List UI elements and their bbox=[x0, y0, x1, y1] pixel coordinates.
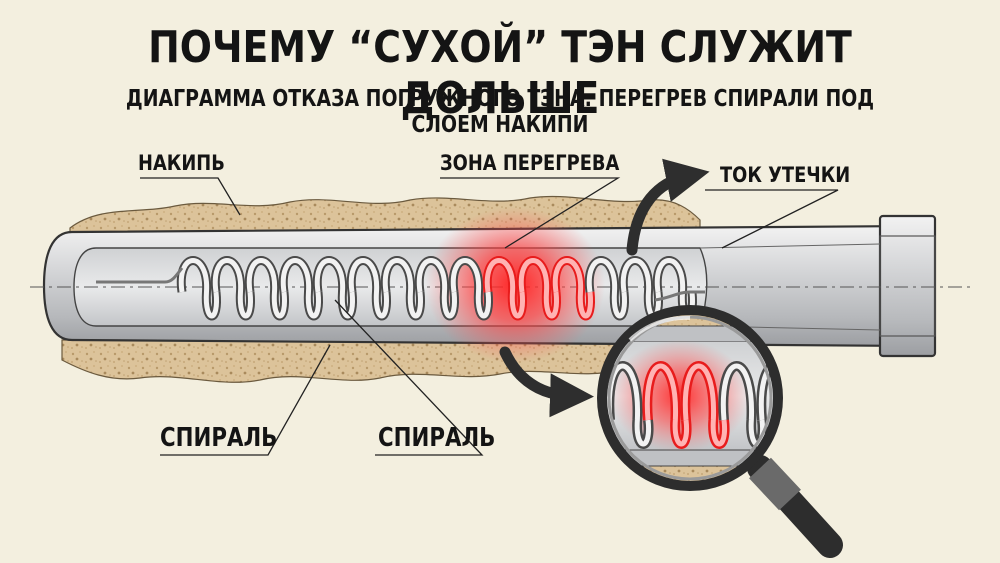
leader-scale bbox=[140, 177, 241, 216]
leader-overheat bbox=[440, 177, 621, 249]
lens-coil-highlight bbox=[644, 363, 690, 447]
coil-loop-highlight bbox=[518, 258, 559, 319]
coil-loop-highlight bbox=[450, 258, 491, 319]
coil-loop-highlight bbox=[484, 258, 525, 319]
coil-loop-highlight bbox=[314, 258, 355, 319]
label-spiral-right: СПИРАЛЬ bbox=[378, 423, 496, 453]
label-scale: НАКИПЬ bbox=[138, 151, 225, 175]
leader-leakage bbox=[705, 189, 839, 249]
lead-wire bbox=[96, 267, 184, 284]
page-title: ПОЧЕМУ “СУХОЙ” ТЭН СЛУЖИТ ДОЛЬШЕ bbox=[148, 22, 852, 124]
coil-loop-highlight bbox=[416, 258, 457, 319]
leader-spiral-left bbox=[160, 344, 331, 456]
coil-loop-highlight bbox=[382, 258, 423, 319]
lens-coil-highlight bbox=[682, 363, 728, 447]
tube-fitting bbox=[878, 214, 937, 358]
coil-loop-highlight bbox=[178, 258, 219, 319]
leader-spiral-right bbox=[334, 299, 484, 456]
lens-coil-highlight bbox=[720, 363, 766, 447]
magnifier-lens bbox=[597, 305, 783, 491]
coil-loop-highlight bbox=[280, 258, 321, 319]
coil-loop-highlight bbox=[212, 258, 253, 319]
leakage-arrow bbox=[626, 158, 710, 256]
magnifier bbox=[597, 305, 843, 558]
coil-loop-highlight bbox=[246, 258, 287, 319]
coil-loop-highlight bbox=[586, 258, 627, 319]
label-overheat-zone: ЗОНА ПЕРЕГРЕВА bbox=[440, 151, 620, 175]
zoom-arrow bbox=[499, 346, 594, 418]
label-spiral-left: СПИРАЛЬ bbox=[160, 423, 278, 453]
page-subtitle: ДИАГРАММА ОТКАЗА ПОГРУЖНОГО ТЭНА: ПЕРЕГР… bbox=[125, 86, 875, 138]
lens-coil-highlight bbox=[758, 363, 778, 447]
coil-loop-highlight bbox=[552, 258, 593, 319]
coil-loop-highlight bbox=[348, 258, 389, 319]
label-leakage-current: ТОК УТЕЧКИ bbox=[720, 163, 851, 187]
